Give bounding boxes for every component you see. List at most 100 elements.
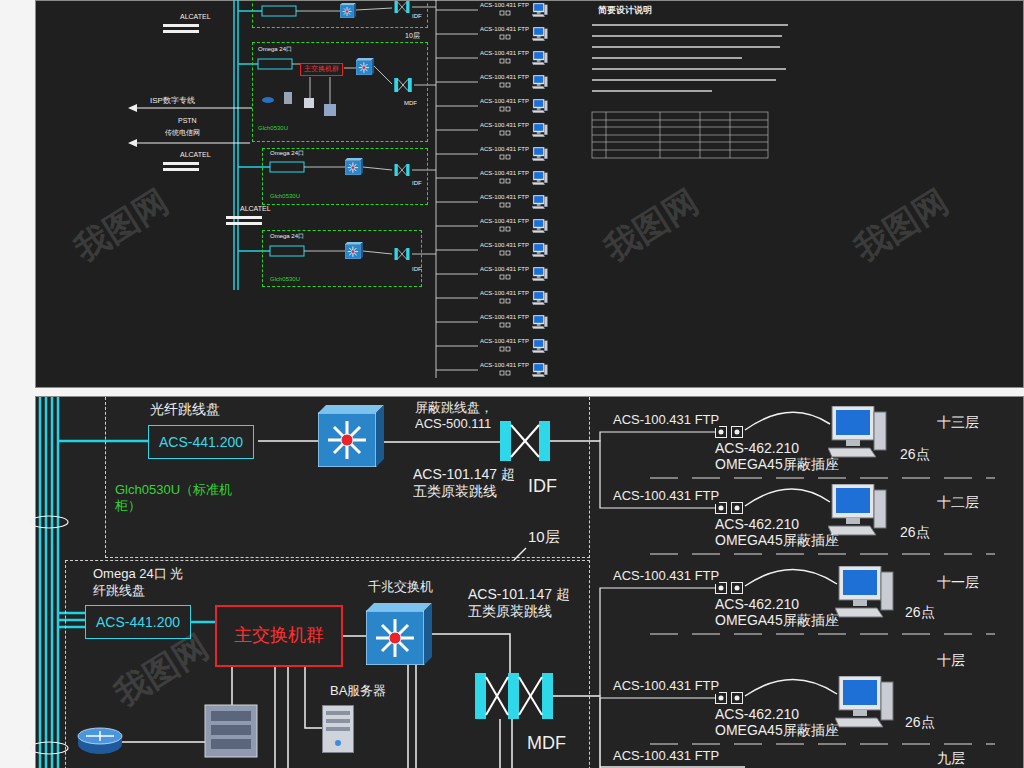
- mini-link: [296, 11, 340, 12]
- mini-link: [356, 8, 392, 10]
- trunk-bar: [163, 168, 199, 171]
- panel-name: Omega 24口 光纤跳线盘: [93, 565, 188, 599]
- cable-model: ACS-100.431 FTP: [480, 242, 529, 249]
- link-name: ISP数字专线: [150, 96, 195, 106]
- isp-line: [136, 108, 252, 109]
- floor-separator: [650, 634, 995, 635]
- cable-model-slot: ACS-100.431 FTP: [480, 146, 529, 153]
- cable-model: ACS-100.431 FTP: [480, 170, 529, 177]
- cable-label-slot: ACS-101.147 超五类原装跳线: [468, 586, 573, 620]
- router-icon: [78, 728, 122, 754]
- watermark-slot: 我图网: [847, 181, 955, 270]
- point-count: 26点: [900, 446, 930, 463]
- link-line: [415, 665, 417, 768]
- cable-model-slot: ACS-100.431 FTP: [480, 50, 529, 57]
- note-line: [592, 90, 712, 92]
- rack-outline-text-slot: Omega 24口: [258, 46, 292, 53]
- trunk-bar: [163, 30, 199, 33]
- patch-cord: [745, 679, 837, 696]
- note-line: [592, 46, 780, 48]
- pstn-line: [136, 143, 250, 144]
- fiber-line: [238, 10, 262, 12]
- point-count: 26点: [900, 524, 930, 541]
- switch-cluster-box-text-slot: 主交换机群: [304, 65, 339, 74]
- patch-panel: 屏蔽跳线盘， ACS-500.111IDF: [500, 420, 550, 462]
- system-name-slot: ALCATEL: [180, 151, 211, 159]
- link-line: [407, 665, 409, 768]
- cabinet-model: Glch0530U: [258, 125, 288, 132]
- patch-icon: [395, 248, 410, 260]
- mini-link: [310, 77, 311, 98]
- outlet-pin: [735, 696, 740, 701]
- note-line: [592, 79, 776, 81]
- floor-region-text-slot: 10层: [528, 528, 560, 546]
- server-icon: [324, 104, 336, 116]
- router-icon: [262, 97, 274, 103]
- mini-link: [414, 85, 436, 86]
- mini-links: [292, 0, 436, 378]
- note-lines: [592, 24, 788, 92]
- table-rule: [700, 112, 701, 158]
- cable-model-slot: ACS-100.431 FTP: [480, 266, 529, 273]
- fiber-patch-box-text-slot: 光纤跳线盘: [150, 401, 220, 418]
- cable-model-slot: ACS-101.147 超五类原装跳线: [413, 466, 518, 500]
- floor-number-slot: 九层: [937, 750, 965, 767]
- gigabit-switch-text-slot: 千兆交换机: [368, 579, 433, 595]
- device-name: 千兆交换机: [368, 579, 433, 595]
- table-rule: [592, 142, 768, 143]
- shielded-outlet-text-slot: OMEGA45屏蔽插座: [715, 722, 839, 738]
- watermark-slot: 我图网: [597, 181, 705, 270]
- point-count: 26点: [905, 714, 935, 731]
- outlet-symbol: [715, 502, 745, 514]
- cable-label-slot: ACS-100.431 FTP: [613, 566, 719, 584]
- patch-panel-text-slot: IDF: [528, 476, 557, 498]
- panel-model: ACS-441.200: [96, 613, 180, 631]
- floor-number-slot: 十三层: [937, 414, 979, 431]
- cable-label: ACS-100.431 FTP: [613, 488, 719, 504]
- cable-label: ACS-100.431 FTP: [613, 678, 719, 694]
- cable-model-slot: ACS-100.431 FTP: [480, 170, 529, 177]
- trunk-bar: [226, 216, 262, 219]
- outlet-model: ACS-462.210: [715, 596, 839, 612]
- outlet-jack: [716, 583, 727, 594]
- cable-model: ACS-100.431 FTP: [480, 50, 529, 57]
- outlet-name: OMEGA45屏蔽插座: [715, 532, 839, 548]
- table-rule: [730, 112, 731, 158]
- cable-model: ACS-100.431 FTP: [480, 146, 529, 153]
- floor-number-slot: 十一层: [937, 574, 979, 591]
- fiber-line: [39, 397, 42, 768]
- shielded-outlet: ACS-462.210OMEGA45屏蔽插座: [715, 502, 839, 548]
- ba-server: BA服务器: [322, 705, 354, 753]
- outlet-name: OMEGA45屏蔽插座: [715, 456, 839, 472]
- cable-label-slot: ACS-100.431 FTP: [613, 676, 719, 694]
- rack-outline-text-slot: Omega 24口: [270, 150, 304, 157]
- cable-model: ACS-100.431 FTP: [480, 218, 529, 225]
- fiber-line: [58, 440, 148, 443]
- link-line: [122, 741, 205, 743]
- cable-model: ACS-100.431 FTP: [480, 338, 529, 345]
- table-rule: [660, 112, 661, 158]
- bundle-ring: [30, 742, 68, 754]
- outlet-jack: [732, 503, 743, 514]
- fiber-line: [57, 397, 60, 768]
- rack-outline-text-slot: 10层: [405, 32, 420, 40]
- cable-model: ACS-100.431 FTP: [480, 122, 529, 129]
- system-name-slot: ALCATEL: [240, 205, 271, 213]
- gigabit-switch-icon: [366, 603, 432, 665]
- fiber-patch-box: Omega 24口 光纤跳线盘ACS-441.200: [85, 605, 191, 639]
- cable-model-slot: ACS-100.431 FTP: [480, 74, 529, 81]
- table-frame: [592, 112, 768, 158]
- rack-outline-text-slot: IDF: [412, 13, 422, 20]
- floor-number: 九层: [937, 750, 965, 767]
- switch-icon: [318, 405, 384, 467]
- point-count-slot: 26点: [905, 714, 935, 731]
- mini-link: [304, 167, 345, 168]
- outlet-pin: [719, 430, 724, 435]
- switch-cluster-box: 主交换机群: [215, 605, 343, 667]
- top-panel: [36, 1, 1024, 388]
- frame-code: IDF: [412, 180, 422, 187]
- bundle-ring: [30, 516, 68, 528]
- system-name: ALCATEL: [240, 205, 271, 213]
- trunk-bars: [163, 24, 262, 225]
- router-top: [78, 728, 122, 744]
